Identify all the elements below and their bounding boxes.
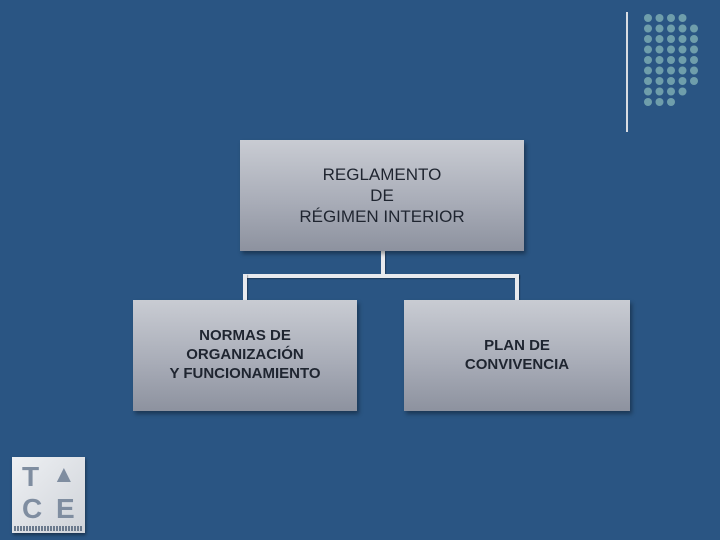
decoration-dot <box>655 24 664 33</box>
decoration-dot <box>667 35 675 43</box>
decoration-dot <box>667 98 675 106</box>
decoration-dot <box>655 77 664 85</box>
decoration-dot <box>644 66 652 75</box>
decoration-dot <box>678 87 687 96</box>
decoration-dot <box>655 98 664 106</box>
logo-letter-t: T <box>22 461 40 492</box>
connector-vertical-top <box>381 251 385 276</box>
tace-logo: T ▲ C E <box>12 457 85 533</box>
decoration-dot <box>678 66 687 75</box>
decoration-dot <box>655 35 664 43</box>
dot-grid-decoration <box>644 14 698 106</box>
decoration-dot <box>667 24 675 33</box>
node-plan-convivencia: PLAN DE CONVIVENCIA <box>404 300 630 411</box>
decoration-dot <box>678 77 687 85</box>
decoration-dot <box>655 87 664 96</box>
decorative-vertical-line <box>626 12 628 132</box>
node-reglamento-label: REGLAMENTO DE RÉGIMEN INTERIOR <box>299 164 465 227</box>
decoration-dot <box>644 87 652 96</box>
decoration-dot <box>667 77 675 85</box>
logo-fine-print <box>14 526 83 531</box>
decoration-dot <box>690 77 698 85</box>
node-normas-label: NORMAS DE ORGANIZACIÓN Y FUNCIONAMIENTO <box>169 327 321 382</box>
decoration-dot <box>655 14 664 22</box>
decoration-dot <box>690 24 698 33</box>
decoration-dot <box>644 45 652 54</box>
decoration-dot <box>690 66 698 75</box>
decoration-dot <box>678 35 687 43</box>
decoration-dot <box>690 45 698 54</box>
decoration-dot <box>678 45 687 54</box>
connector-right-drop <box>515 274 519 300</box>
decoration-dot <box>678 56 687 64</box>
decoration-dot <box>667 14 675 22</box>
node-plan-label: PLAN DE CONVIVENCIA <box>464 336 570 373</box>
decoration-dot <box>644 77 652 85</box>
node-normas: NORMAS DE ORGANIZACIÓN Y FUNCIONAMIENTO <box>133 300 357 411</box>
decoration-dot <box>644 35 652 43</box>
decoration-dot <box>644 14 652 22</box>
connector-horizontal <box>243 274 519 278</box>
logo-letter-e: E <box>56 493 75 524</box>
logo-letter-c: C <box>22 493 43 524</box>
decoration-dot <box>655 45 664 54</box>
decoration-dot <box>667 45 675 54</box>
decoration-dot <box>655 56 664 64</box>
logo-triangle-icon: ▲ <box>52 461 76 488</box>
connector-left-drop <box>243 274 247 300</box>
decoration-dot <box>678 24 687 33</box>
decoration-dot <box>644 56 652 64</box>
decoration-dot <box>644 24 652 33</box>
decoration-dot <box>655 66 664 75</box>
decoration-dot <box>678 14 687 22</box>
decoration-dot <box>690 56 698 64</box>
decoration-dot <box>667 87 675 96</box>
decoration-dot <box>667 66 675 75</box>
decoration-dot <box>667 56 675 64</box>
decoration-dot <box>644 98 652 106</box>
node-reglamento: REGLAMENTO DE RÉGIMEN INTERIOR <box>240 140 524 251</box>
decoration-dot <box>690 35 698 43</box>
